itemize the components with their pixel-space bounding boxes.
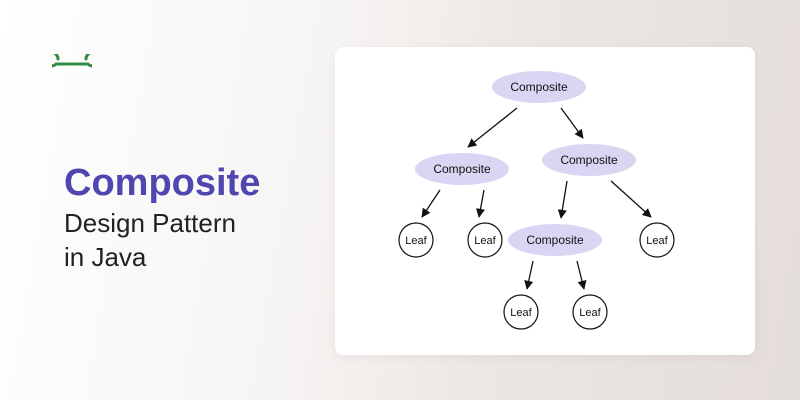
leaf-node-l4: Leaf	[503, 294, 539, 330]
composite-ellipse	[492, 71, 586, 103]
composite-ellipse	[415, 153, 509, 185]
node-label: Composite	[433, 162, 491, 176]
leaf-circle	[467, 222, 503, 258]
edge-root-to-c1	[467, 107, 518, 148]
title-block: Composite Design Pattern in Java	[64, 160, 324, 274]
node-label: Leaf	[646, 235, 668, 247]
leaf-node-l3: Leaf	[639, 222, 675, 258]
page-title: Composite	[64, 162, 261, 204]
composite-tree-diagram: CompositeCompositeCompositeCompositeLeaf…	[398, 71, 675, 330]
leaf-node-l2: Leaf	[467, 222, 503, 258]
edge-c1-to-l1	[421, 189, 441, 218]
leaf-circle	[639, 222, 675, 258]
subtitle-line-2: in Java	[64, 242, 147, 272]
edge-c3-to-l4	[524, 260, 534, 290]
leaf-circle	[503, 294, 539, 330]
node-label: Leaf	[474, 235, 496, 247]
composite-ellipse	[508, 224, 602, 256]
edge-c1-to-l2	[476, 189, 485, 218]
edge-c3-to-l5	[576, 260, 587, 290]
node-label: Leaf	[579, 307, 601, 319]
composite-node-c2: Composite	[542, 144, 636, 176]
leaf-node-l1: Leaf	[398, 222, 434, 258]
composite-node-root: Composite	[492, 71, 586, 103]
leaf-circle	[398, 222, 434, 258]
leaf-node-l5: Leaf	[572, 294, 608, 330]
composite-node-c1: Composite	[415, 153, 509, 185]
nodes-layer: CompositeCompositeCompositeCompositeLeaf…	[398, 71, 675, 330]
edges-layer	[421, 107, 652, 290]
node-label: Composite	[526, 233, 584, 247]
edge-root-to-c2	[560, 107, 584, 139]
composite-node-c3: Composite	[508, 224, 602, 256]
subtitle-line-1: Design Pattern	[64, 208, 236, 238]
edge-c2-to-l3	[610, 180, 652, 218]
edge-c2-to-c3	[557, 180, 568, 219]
node-label: Leaf	[405, 235, 427, 247]
leaf-circle	[572, 294, 608, 330]
composite-ellipse	[542, 144, 636, 176]
node-label: Composite	[560, 153, 618, 167]
node-label: Composite	[510, 80, 568, 94]
node-label: Leaf	[510, 307, 532, 319]
geeksforgeeks-logo-icon	[52, 54, 92, 68]
